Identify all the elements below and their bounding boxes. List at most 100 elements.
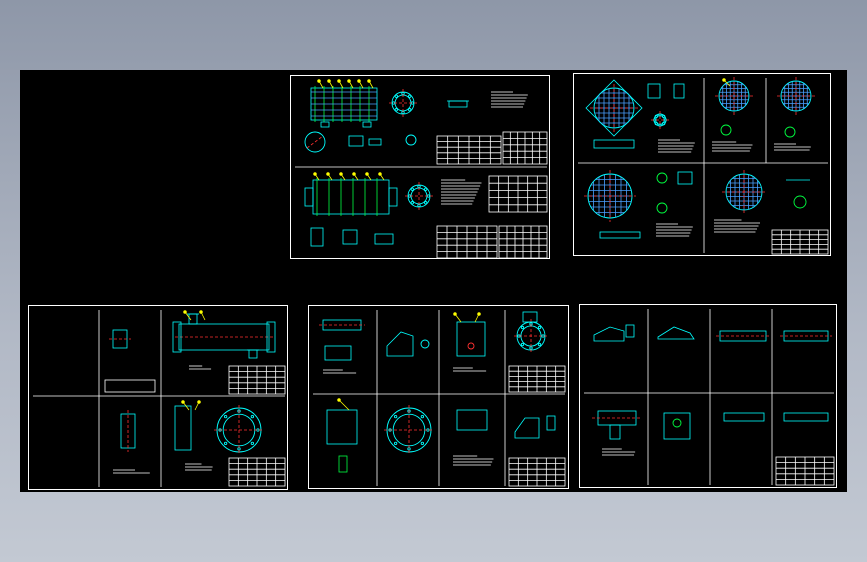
leader-balloon <box>317 79 321 83</box>
leader-balloon <box>326 172 330 176</box>
channel-cover-section <box>326 409 358 445</box>
detail-part <box>625 324 635 338</box>
bolt-hole <box>223 414 228 419</box>
detail-block-b <box>348 135 364 147</box>
detail-circle <box>784 126 796 138</box>
channel-section <box>324 345 352 361</box>
bolt-hole <box>541 334 545 338</box>
nozzle-detail <box>673 83 685 99</box>
leader-balloon <box>339 172 343 176</box>
bolt-hole <box>250 414 255 419</box>
bolt-hole <box>654 114 659 119</box>
channel-drawing-sheet[interactable] <box>308 305 569 489</box>
bolt-hole <box>394 94 398 98</box>
bolt-hole <box>661 114 666 119</box>
detail-circle <box>793 195 807 209</box>
tube-sheet-section <box>593 139 635 149</box>
bolt-hole <box>520 342 525 347</box>
detail-part <box>609 424 621 440</box>
gusset-plate <box>514 417 540 439</box>
channel-box-view <box>456 321 486 357</box>
channel-end <box>304 187 314 207</box>
detail-circle <box>656 202 668 214</box>
bolt-hole <box>424 187 428 191</box>
detail-circle-a <box>304 131 326 153</box>
leader-balloon <box>197 400 201 404</box>
sheet-graphics <box>295 79 548 258</box>
detail-circle <box>656 172 668 184</box>
shell-drawing-sheet[interactable] <box>28 305 288 490</box>
bolt-hole <box>424 201 428 205</box>
bolt-hole <box>408 94 412 98</box>
saddle-support <box>320 121 330 128</box>
leader-balloon <box>367 79 371 83</box>
tube-sheet-drawing-sheet[interactable] <box>573 73 831 256</box>
part-leader <box>338 399 350 411</box>
nozzle-detail <box>647 83 661 99</box>
leader-balloon <box>352 172 356 176</box>
leader-balloon <box>327 79 331 83</box>
lifting-lug-view <box>663 412 691 440</box>
leader-balloon <box>722 78 726 82</box>
detail-circle <box>720 124 732 136</box>
detail-circle <box>420 339 430 349</box>
shell-nozzle <box>248 349 258 359</box>
bolt-hole <box>420 441 425 446</box>
bolt-hole <box>250 441 255 446</box>
detail-part-e <box>310 227 324 247</box>
support-plate <box>593 326 625 342</box>
assembly-section-view <box>312 179 390 215</box>
shell-flange <box>266 321 276 353</box>
notes-box <box>104 379 156 393</box>
tube-sheet-section <box>599 231 641 239</box>
tube-sheet-outline <box>585 79 643 137</box>
bolt-hole <box>426 428 430 432</box>
channel-plate-detail <box>456 409 488 431</box>
leader-balloon <box>337 398 341 402</box>
nozzle-detail <box>522 311 538 323</box>
bolt-hole <box>394 108 398 112</box>
plate-part-view <box>723 412 765 422</box>
nozzle-detail <box>677 171 693 185</box>
bolt-hole <box>537 325 542 330</box>
leader-balloon <box>378 172 382 176</box>
leader-balloon <box>347 79 351 83</box>
leader-balloon <box>181 400 185 404</box>
bolt-hole <box>529 346 533 350</box>
bolt-hole <box>408 108 412 112</box>
detail-part-g <box>374 233 394 245</box>
sheet-graphics <box>33 310 286 487</box>
bolt-hole <box>410 201 414 205</box>
nozzle-detail <box>448 100 468 108</box>
bolt-hole <box>407 447 411 451</box>
bolt-hole <box>237 447 241 451</box>
lug-hole <box>672 418 682 428</box>
bolt-hole <box>661 121 666 126</box>
bolt-hole <box>537 342 542 347</box>
leader-balloon <box>337 79 341 83</box>
shell-flange <box>172 321 182 353</box>
channel-end <box>388 187 398 207</box>
partition-plate <box>386 331 414 357</box>
nozzle-hole <box>467 342 475 350</box>
bolt-hole <box>410 187 414 191</box>
bolt-hole <box>654 121 659 126</box>
bolt-hole <box>256 428 260 432</box>
bolt-hole <box>520 325 525 330</box>
leader-balloon <box>453 312 457 316</box>
leader-balloon <box>183 310 187 314</box>
detail-part <box>546 415 556 431</box>
drawing-viewport[interactable] <box>20 70 847 492</box>
parts-drawing-sheet[interactable] <box>579 304 837 488</box>
detail-block-c <box>368 138 382 146</box>
assembly-drawing-sheet[interactable] <box>290 75 550 259</box>
bolt-hole <box>393 414 398 419</box>
leader-balloon <box>357 79 361 83</box>
saddle-plate <box>657 326 695 340</box>
bolt-hole <box>420 414 425 419</box>
shell-end-section <box>174 405 192 451</box>
plate-part-view <box>783 412 829 422</box>
leader-balloon <box>365 172 369 176</box>
leader-balloon <box>477 312 481 316</box>
bolt-hole <box>223 441 228 446</box>
